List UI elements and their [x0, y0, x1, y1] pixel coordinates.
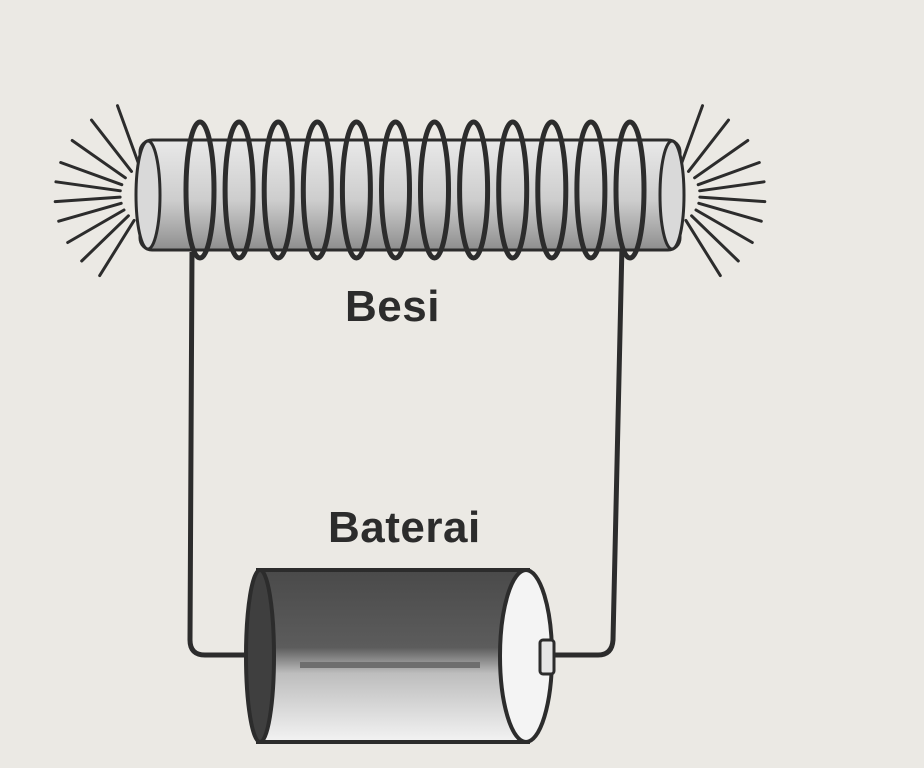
right-field-line — [698, 180, 766, 193]
coil-turn — [300, 119, 334, 261]
left-field-line — [59, 161, 124, 187]
right-field-line — [697, 201, 763, 223]
battery-negative-end — [244, 568, 276, 744]
coil-turn — [339, 119, 373, 261]
coil-turn — [379, 119, 412, 261]
coil-turn — [574, 119, 608, 261]
left-field-line — [70, 139, 127, 180]
left-field-line — [116, 104, 142, 169]
battery — [244, 568, 556, 744]
left-field-line — [57, 201, 123, 223]
right-field-line — [698, 195, 767, 204]
right-field-line — [687, 118, 730, 173]
magnetic-field-lines — [53, 104, 767, 278]
right-field-line — [696, 161, 761, 187]
iron-core-label: Besi — [345, 282, 440, 331]
wire-coil — [183, 119, 647, 261]
coil-turn — [613, 119, 647, 261]
right-field-line — [693, 139, 750, 180]
circuit-wire-left — [187, 251, 258, 658]
coil-turn — [418, 119, 451, 261]
left-field-line — [66, 208, 126, 244]
circuit-wire-right — [552, 244, 625, 658]
iron-core-left-end — [134, 139, 162, 251]
coil-turn — [457, 119, 491, 261]
coil-turn — [183, 119, 217, 261]
right-field-line — [690, 214, 740, 263]
coil-turn — [535, 119, 569, 261]
right-field-line — [694, 208, 754, 244]
left-field-line — [80, 214, 130, 263]
coil-turn — [496, 119, 530, 261]
coil-turn — [222, 119, 256, 261]
left-field-line — [90, 118, 133, 173]
iron-core-right-end — [658, 139, 686, 251]
left-field-line — [54, 180, 122, 193]
right-field-line — [684, 218, 722, 278]
left-field-line — [98, 218, 136, 278]
coil-turn — [261, 119, 295, 261]
battery-terminal — [538, 638, 556, 676]
right-field-line — [678, 104, 704, 169]
battery-label: Baterai — [328, 503, 481, 552]
battery-body — [256, 568, 530, 744]
left-field-line — [53, 195, 122, 204]
